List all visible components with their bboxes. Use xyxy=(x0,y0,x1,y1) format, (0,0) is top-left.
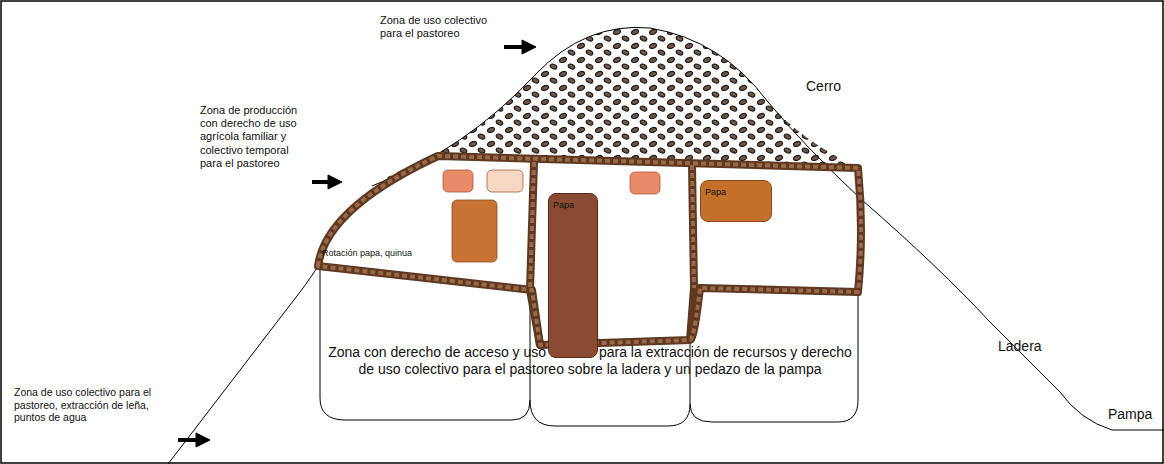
potato-plot: Papa xyxy=(700,180,772,222)
crop-patch xyxy=(487,170,523,192)
arrow-head xyxy=(196,433,210,447)
left-slope xyxy=(168,266,318,464)
zone-note: Zona de uso colectivo para el pastoreo, … xyxy=(14,386,174,424)
pointer-arrows xyxy=(178,40,536,447)
crop-patch xyxy=(630,172,660,194)
right-slope xyxy=(768,102,1164,430)
pointer-arrow xyxy=(504,45,524,49)
crop-patch xyxy=(452,200,497,262)
potato-plot: Papa xyxy=(548,193,598,358)
pointer-arrow xyxy=(178,438,198,442)
arrow-head xyxy=(328,175,342,189)
crop-note: Rotación papa, quinua xyxy=(322,248,462,259)
landform-label: Cerro xyxy=(806,78,866,95)
arrow-head xyxy=(522,40,536,54)
zone-note: Zona de producción con derecho de uso ag… xyxy=(200,104,308,170)
landform-label: Pampa xyxy=(1108,406,1160,423)
crop-patch xyxy=(443,170,473,192)
node-text: Papa xyxy=(701,185,730,199)
zone-note: Zona de uso colectivo para el pastoreo xyxy=(380,14,492,40)
node-text: Papa xyxy=(549,198,578,212)
landform-label: Ladera xyxy=(998,338,1068,355)
pointer-arrow xyxy=(312,180,330,184)
